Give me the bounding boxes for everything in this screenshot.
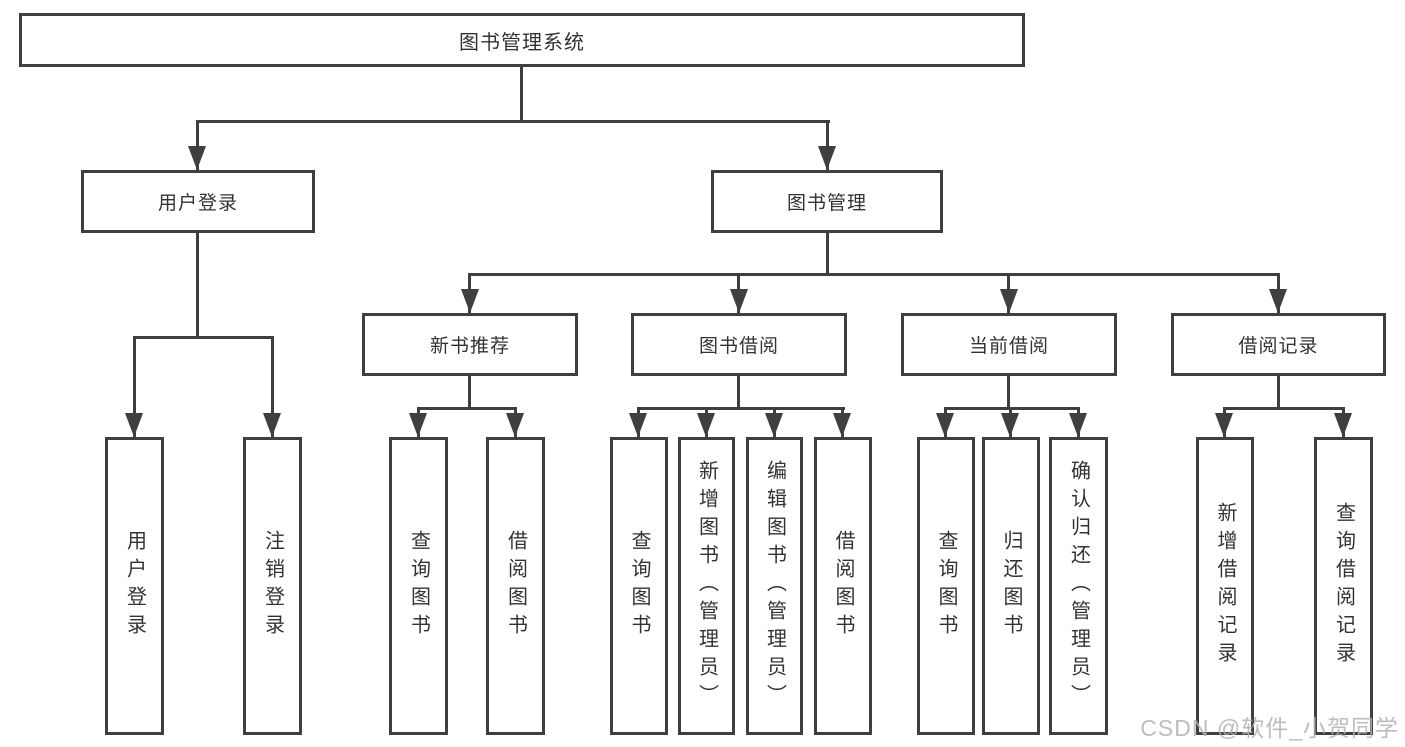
connector-level2-hline — [196, 120, 830, 123]
arrow-down-icon — [697, 413, 715, 437]
connector-user-login-hline — [133, 336, 274, 339]
leaf-confirm-return-admin: 确认归还（管理员） — [1049, 437, 1108, 735]
leaf-borrow-books: 借阅图书 — [814, 437, 872, 735]
arrow-down-icon — [263, 413, 281, 437]
leaf-return-books: 归还图书 — [982, 437, 1040, 735]
node-borrow-record: 借阅记录 — [1171, 313, 1386, 376]
connector-drop-leaf — [271, 336, 274, 437]
leaf-add-books-admin: 新增图书（管理员） — [678, 437, 735, 735]
node-book-borrow: 图书借阅 — [631, 313, 847, 376]
connector-book-mgmt-trunk — [826, 233, 829, 273]
arrow-down-icon — [1269, 289, 1287, 313]
connector-leaf-hline — [1223, 407, 1345, 410]
leaf-add-borrow-record: 新增借阅记录 — [1196, 437, 1254, 735]
leaf-user-login: 用户登录 — [105, 437, 164, 735]
leaf-edit-books-admin: 编辑图书（管理员） — [746, 437, 803, 735]
arrow-down-icon — [818, 146, 836, 170]
connector-module-trunk — [737, 376, 740, 407]
arrow-down-icon — [1334, 413, 1352, 437]
connector-user-login-trunk — [196, 233, 199, 336]
node-user-login: 用户登录 — [81, 170, 315, 233]
connector-level3-hline — [468, 273, 1280, 276]
arrow-down-icon — [1000, 289, 1018, 313]
arrow-down-icon — [730, 289, 748, 313]
leaf-query-books: 查询图书 — [389, 437, 448, 735]
arrow-down-icon — [833, 413, 851, 437]
arrow-down-icon — [1001, 413, 1019, 437]
node-current-borrow: 当前借阅 — [901, 313, 1117, 376]
connector-leaf-hline — [637, 407, 845, 410]
leaf-query-books: 查询图书 — [610, 437, 668, 735]
connector-module-trunk — [1277, 376, 1280, 407]
node-root-system: 图书管理系统 — [19, 13, 1025, 67]
leaf-borrow-books: 借阅图书 — [486, 437, 545, 735]
connector-root-trunk — [520, 67, 523, 123]
leaf-logout: 注销登录 — [243, 437, 302, 735]
csdn-watermark: CSDN @软件_小贺同学 — [1140, 715, 1399, 741]
arrow-down-icon — [1215, 413, 1233, 437]
arrow-down-icon — [188, 146, 206, 170]
arrow-down-icon — [629, 413, 647, 437]
node-book-management: 图书管理 — [711, 170, 943, 233]
arrow-down-icon — [461, 289, 479, 313]
leaf-query-borrow-record: 查询借阅记录 — [1314, 437, 1373, 735]
connector-leaf-hline — [944, 407, 1080, 410]
arrow-down-icon — [409, 413, 427, 437]
arrow-down-icon — [506, 413, 524, 437]
connector-module-trunk — [468, 376, 471, 407]
connector-leaf-hline — [417, 407, 517, 410]
connector-drop-leaf — [133, 336, 136, 437]
node-new-book-recommend: 新书推荐 — [362, 313, 578, 376]
leaf-query-books: 查询图书 — [917, 437, 975, 735]
arrow-down-icon — [125, 413, 143, 437]
arrow-down-icon — [1069, 413, 1087, 437]
connector-drop-user-login — [196, 120, 199, 170]
connector-module-trunk — [1007, 376, 1010, 407]
arrow-down-icon — [936, 413, 954, 437]
arrow-down-icon — [765, 413, 783, 437]
connector-drop-book-mgmt — [826, 120, 829, 170]
